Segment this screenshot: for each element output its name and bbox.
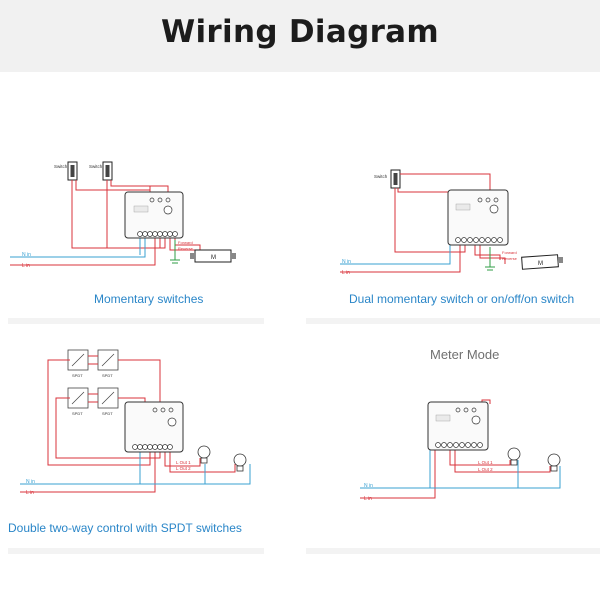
reverse-label: Reverse [502,256,518,261]
bulb-icon [233,453,247,472]
motor: M [521,254,563,270]
l-out-1-label: L Out 1 [478,460,493,465]
spdt-label-2: SPDT [102,373,113,378]
l-in-label: L in [364,496,372,502]
n-in-label: N in [22,252,31,258]
l-in-label: L in [22,263,30,269]
l-in-label: L in [26,490,34,496]
bulb-icon [507,447,521,466]
reverse-label: Reverse [178,246,194,251]
switch-a [67,161,78,181]
separator [8,318,264,324]
forward-label: Forward [502,250,517,255]
switch-b [102,161,113,181]
switch-a-label: Switch [54,164,68,169]
motor: M [190,249,236,263]
diagram-double-two-way-spdt: SPDT SPDT SPDT SPDT L Out 1 L Out [20,349,251,496]
l-in-label: L in [342,270,350,276]
switch-label: Switch [374,174,388,179]
l-out-2-label: L Out 2 [478,467,493,472]
header-band [0,0,600,72]
spdt-label-3: SPDT [72,411,83,416]
n-in-label: N in [364,483,373,489]
page-title: Wiring Diagram [161,14,439,50]
caption-dual-momentary-switch: Dual momentary switch or on/off/on switc… [349,292,575,306]
smart-module [427,401,489,451]
spdt-label-4: SPDT [102,411,113,416]
n-in-label: N in [26,479,35,485]
spdt-label-1: SPDT [72,373,83,378]
caption-momentary-switches: Momentary switches [94,292,204,306]
meter-mode-heading: Meter Mode [430,347,500,362]
motor-label: M [211,255,216,261]
caption-double-two-way-spdt: Double two-way control with SPDT switche… [8,521,242,535]
forward-label: Forward [178,240,193,245]
l-out-1-label: L Out 1 [176,460,191,465]
bulb-icon [547,453,561,472]
smart-module [124,401,184,453]
switch [390,169,401,189]
diagram-momentary-switches: Switch Switch [10,161,236,269]
separator [8,548,264,554]
motor-label: M [538,261,543,267]
l-out-2-label: L Out 2 [176,466,191,471]
bulb-icon [197,445,211,464]
diagram-meter-mode: L Out 1 L Out 2 N in L in [360,399,561,502]
n-in-label: N in [342,259,351,265]
diagram-dual-momentary-switch: Switch M Forward Reverse N in L in [340,169,563,276]
separator [306,548,600,554]
separator [306,318,600,324]
switch-b-label: Switch [89,164,103,169]
smart-module [124,191,184,239]
smart-module [447,189,509,246]
